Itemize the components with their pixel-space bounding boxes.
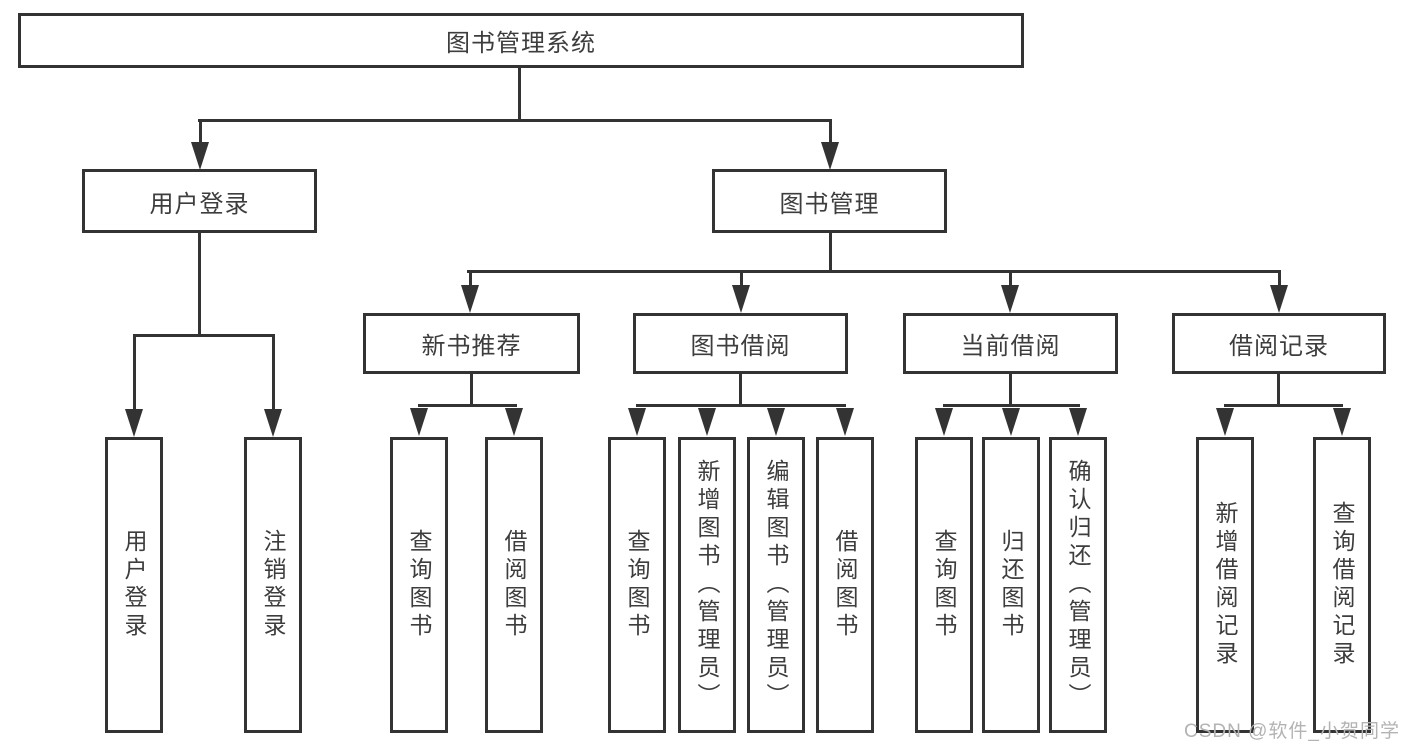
arrow-down-icon (698, 408, 716, 436)
node-user-login: 用户登录 (82, 169, 317, 233)
arrow-down-icon (264, 409, 282, 437)
leaf-add-borrow-record: 新增借阅记录 (1196, 437, 1254, 733)
connector-current-span (943, 404, 1080, 407)
leaf-edit-book-admin: 编辑图书（管理员） (747, 437, 805, 733)
leaf-query-borrow-record-label: 查询借阅记录 (1329, 501, 1355, 669)
arrow-down-icon (767, 408, 785, 436)
leaf-edit-book-admin-label: 编辑图书（管理员） (763, 459, 789, 711)
csdn-watermark: CSDN @软件_小贺同学 (1184, 721, 1400, 742)
connector-borrowing-stem (739, 374, 742, 406)
connector-root-stub-left (199, 119, 202, 145)
arrow-down-icon (821, 142, 839, 170)
arrow-down-icon (1270, 285, 1288, 313)
connector-mgmt-stub-4 (1278, 270, 1281, 286)
arrow-down-icon (628, 408, 646, 436)
arrow-down-icon (461, 285, 479, 313)
leaf-add-book-admin: 新增图书（管理员） (678, 437, 736, 733)
node-current-borrowing-label: 当前借阅 (960, 333, 1061, 360)
arrow-down-icon (732, 285, 750, 313)
connector-login-stub-1 (133, 334, 136, 409)
arrow-down-icon (1002, 408, 1020, 436)
leaf-borrow-books-borrowing: 借阅图书 (816, 437, 874, 733)
connector-root-stem (518, 68, 521, 121)
connector-login-stub-2 (272, 334, 275, 409)
arrow-down-icon (1216, 408, 1234, 436)
connector-records-stem (1277, 374, 1280, 406)
connector-current-stem (1009, 374, 1012, 406)
connector-mgmt-span (467, 270, 1281, 273)
node-new-book-recommend: 新书推荐 (363, 313, 580, 374)
leaf-query-books-current: 查询图书 (915, 437, 973, 733)
node-borrow-records: 借阅记录 (1172, 313, 1386, 374)
connector-mgmt-stub-1 (469, 270, 472, 286)
leaf-logout: 注销登录 (244, 437, 302, 733)
connector-root-stub-right (829, 119, 832, 145)
leaf-borrow-books-newbook-label: 借阅图书 (501, 529, 527, 641)
node-book-borrowing-label: 图书借阅 (690, 333, 791, 360)
connector-login-span (133, 334, 275, 337)
connector-newbook-span (418, 404, 517, 407)
leaf-user-login: 用户登录 (105, 437, 163, 733)
node-book-management-label: 图书管理 (779, 190, 880, 218)
node-new-book-recommend-label: 新书推荐 (421, 333, 522, 360)
connector-login-stem (198, 233, 201, 336)
connector-mgmt-stub-3 (1009, 270, 1012, 286)
connector-newbook-stem (470, 374, 473, 406)
arrow-down-icon (935, 408, 953, 436)
node-root: 图书管理系统 (18, 13, 1024, 68)
leaf-return-book: 归还图书 (982, 437, 1040, 733)
arrow-down-icon (1069, 408, 1087, 436)
leaf-query-books-current-label: 查询图书 (931, 529, 957, 641)
leaf-query-books-borrowing-label: 查询图书 (624, 529, 650, 641)
leaf-query-books-borrowing: 查询图书 (608, 437, 666, 733)
leaf-logout-label: 注销登录 (260, 529, 286, 641)
node-borrow-records-label: 借阅记录 (1229, 333, 1329, 360)
connector-mgmt-stem (829, 233, 832, 272)
node-book-borrowing: 图书借阅 (633, 313, 848, 374)
connector-borrowing-span (636, 404, 846, 407)
leaf-add-borrow-record-label: 新增借阅记录 (1212, 501, 1238, 669)
node-user-login-label: 用户登录 (149, 190, 250, 218)
connector-root-span (198, 119, 832, 122)
leaf-confirm-return-admin-label: 确认归还（管理员） (1065, 459, 1091, 711)
node-current-borrowing: 当前借阅 (903, 313, 1118, 374)
leaf-borrow-books-newbook: 借阅图书 (485, 437, 543, 733)
arrow-down-icon (1333, 408, 1351, 436)
leaf-borrow-books-borrowing-label: 借阅图书 (832, 529, 858, 641)
arrow-down-icon (1001, 285, 1019, 313)
connector-records-span (1224, 404, 1343, 407)
leaf-add-book-admin-label: 新增图书（管理员） (694, 459, 720, 711)
leaf-query-books-newbook: 查询图书 (390, 437, 448, 733)
arrow-down-icon (410, 408, 428, 436)
leaf-return-book-label: 归还图书 (998, 529, 1024, 641)
node-root-label: 图书管理系统 (446, 30, 596, 57)
connector-mgmt-stub-2 (740, 270, 743, 286)
leaf-user-login-label: 用户登录 (121, 529, 147, 641)
leaf-query-books-newbook-label: 查询图书 (406, 529, 432, 641)
leaf-query-borrow-record: 查询借阅记录 (1313, 437, 1371, 733)
leaf-confirm-return-admin: 确认归还（管理员） (1049, 437, 1107, 733)
arrow-down-icon (836, 408, 854, 436)
arrow-down-icon (125, 409, 143, 437)
arrow-down-icon (505, 408, 523, 436)
node-book-management: 图书管理 (712, 169, 947, 233)
arrow-down-icon (191, 142, 209, 170)
